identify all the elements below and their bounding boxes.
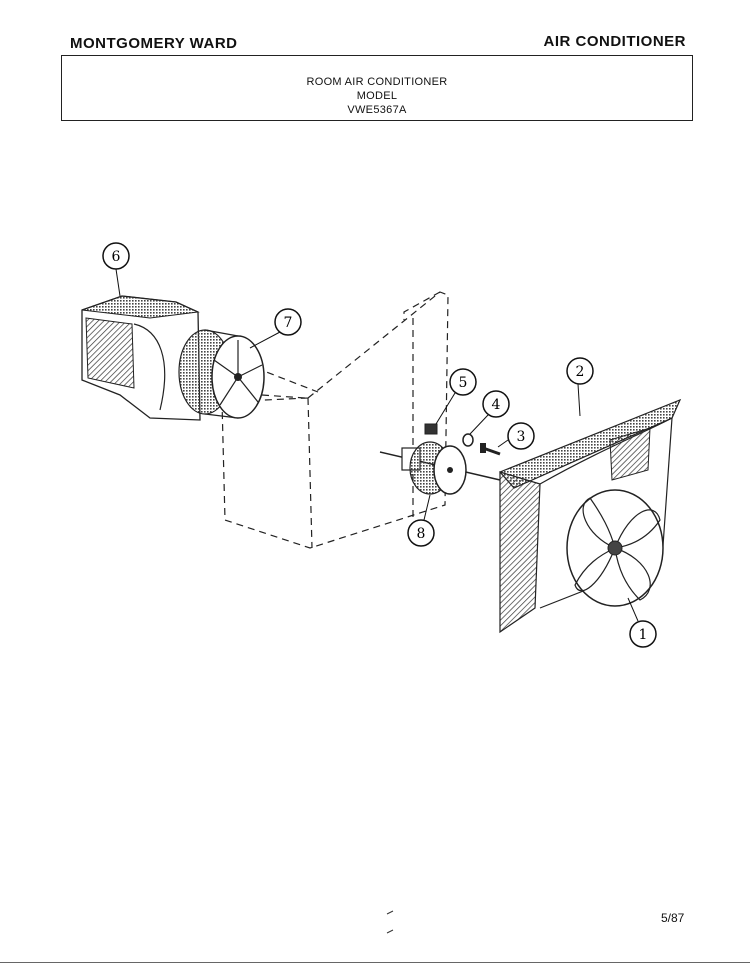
title-box: ROOM AIR CONDITIONER MODEL VWE5367A <box>61 55 693 121</box>
blower-wheel <box>178 329 265 419</box>
fan-motor <box>379 441 501 495</box>
brand-name: MONTGOMERY WARD <box>70 35 238 52</box>
callout-8-label: 8 <box>417 526 426 542</box>
callout-4: 4 <box>469 390 510 435</box>
title-line-model-number: VWE5367A <box>347 104 407 116</box>
callout-5-label: 5 <box>459 375 468 391</box>
callout-1-label: 1 <box>639 627 648 643</box>
callout-6-label: 6 <box>112 249 121 265</box>
washer-4 <box>462 433 474 447</box>
mounting-panel <box>221 291 449 549</box>
callout-5: 5 <box>435 368 477 425</box>
page-number: 5/87 <box>661 911 685 925</box>
screw-3 <box>480 443 501 456</box>
scan-marks <box>386 910 394 934</box>
callout-7: 7 <box>249 308 302 349</box>
title-line-model-label: MODEL <box>356 90 398 102</box>
callout-1: 1 <box>627 597 657 648</box>
callout-4-label: 4 <box>492 397 501 413</box>
callout-6: 6 <box>102 242 130 297</box>
nut-5 <box>424 423 438 435</box>
blower-housing <box>81 295 201 421</box>
product-category: AIR CONDITIONER <box>543 33 686 50</box>
callout-2-label: 2 <box>576 364 585 380</box>
callout-8: 8 <box>407 494 435 547</box>
callout-7-label: 7 <box>284 315 293 331</box>
bottom-rule <box>0 962 750 963</box>
title-line-product: ROOM AIR CONDITIONER <box>306 76 448 88</box>
fan-blade <box>566 489 664 607</box>
callout-3-label: 3 <box>517 429 526 445</box>
callout-3: 3 <box>497 422 535 450</box>
callout-2: 2 <box>566 357 594 417</box>
fan-shroud <box>498 398 682 634</box>
